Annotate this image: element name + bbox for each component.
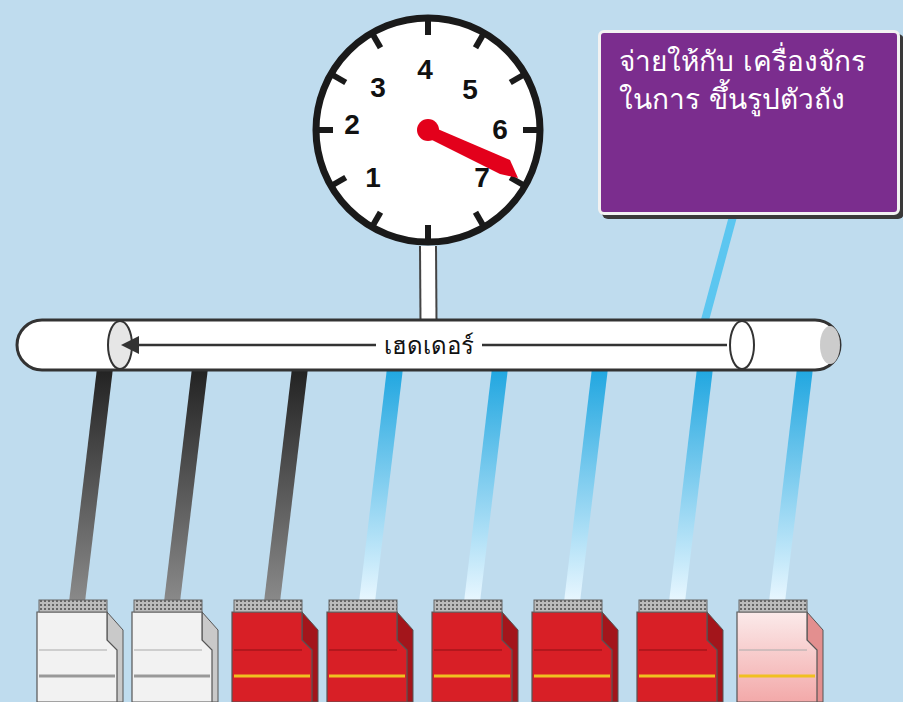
gauge-number: 2	[344, 109, 360, 141]
forming-machine	[432, 600, 518, 702]
gauge-stem	[428, 246, 430, 320]
forming-machine	[132, 600, 218, 702]
branch-pipe	[359, 368, 403, 602]
forming-machine	[37, 600, 123, 702]
gauge-number: 6	[492, 114, 508, 146]
branch-pipe	[69, 368, 113, 602]
gauge-number: 3	[370, 72, 386, 104]
branch-pipe	[164, 368, 208, 602]
pressure-gauge: 1234567	[310, 12, 546, 248]
callout-leader	[705, 213, 734, 320]
forming-machine	[532, 600, 618, 702]
callout-text: จ่ายให้กับ เครื่องจักรในการ ขึ้นรูปตัวถั…	[619, 43, 883, 119]
gauge-number: 5	[462, 74, 478, 106]
header-label: เฮดเดอร์	[376, 326, 482, 365]
gauge-number: 7	[474, 162, 490, 194]
gauge-number: 4	[417, 54, 433, 86]
forming-machine	[327, 600, 413, 702]
branch-pipe	[564, 368, 608, 602]
header-pipe: เฮดเดอร์	[15, 318, 842, 372]
forming-machine	[637, 600, 723, 702]
branch-pipe	[264, 368, 308, 602]
branch-pipe	[464, 368, 508, 602]
forming-machine	[232, 600, 318, 702]
forming-machine	[737, 600, 823, 702]
callout-box: จ่ายให้กับ เครื่องจักรในการ ขึ้นรูปตัวถั…	[598, 30, 900, 215]
branch-pipe	[669, 368, 713, 602]
machines	[37, 600, 823, 702]
branch-pipes	[69, 368, 813, 602]
branch-pipe	[769, 368, 813, 602]
gauge-number: 1	[365, 162, 381, 194]
